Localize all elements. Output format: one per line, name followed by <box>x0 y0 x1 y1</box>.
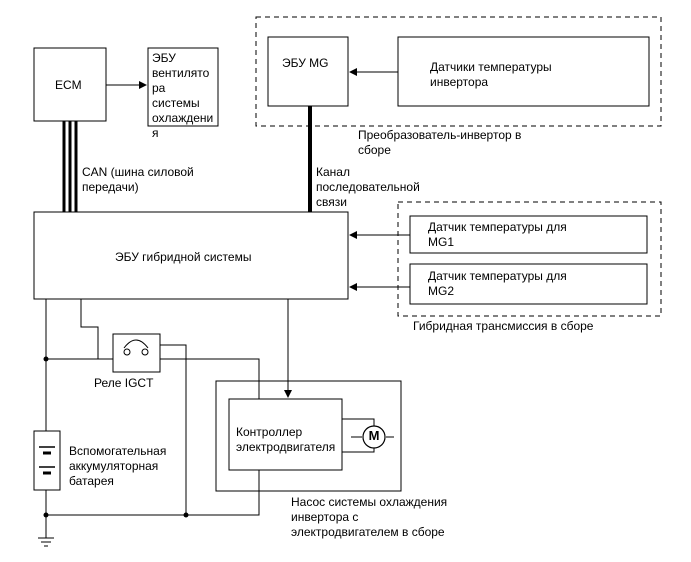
inverter-temp-sensors-label: Датчики температуры инвертора <box>430 60 552 89</box>
mg1-sensor-box <box>409 215 648 254</box>
power-bus-wire <box>45 299 113 360</box>
ecm-box <box>33 47 107 122</box>
motor-controller-label: Контроллер электродвигателя <box>236 425 336 454</box>
mg-ecu-box <box>267 36 349 107</box>
can-bus-lines <box>62 121 78 212</box>
hybrid-ecu-label: ЭБУ гибридной системы <box>115 250 252 264</box>
transaxle-assembly-outline <box>397 201 662 317</box>
mg-ecu-label: ЭБУ MG <box>282 56 329 70</box>
ecm-label: ECM <box>55 78 82 92</box>
serial-link-label: Канал последовательной связи <box>316 165 420 209</box>
motor-controller-box <box>228 398 343 471</box>
can-bus-label: CAN (шина силовой передачи) <box>82 165 194 194</box>
mg1-sensor-label: Датчик температуры для MG1 <box>428 220 567 249</box>
relay-ground-wire <box>160 344 187 515</box>
hybrid-ecu-box <box>33 211 349 300</box>
fan-ecu-box <box>147 47 219 127</box>
battery-symbol <box>39 446 55 475</box>
relay-contacts <box>123 339 149 356</box>
fan-ecu-label: ЭБУ вентилято ра системы охлаждени я <box>152 51 214 140</box>
motor-icon <box>362 425 386 449</box>
inverter-assembly-outline <box>255 16 662 127</box>
ground-symbol <box>38 537 54 547</box>
transaxle-assembly-label: Гибридная трансмиссия в сборе <box>413 319 594 333</box>
aux-battery-label: Вспомогательная аккумуляторная батарея <box>69 444 167 488</box>
igct-relay-label: Реле IGCT <box>94 376 154 390</box>
inverter-temp-sensors-box <box>397 36 650 107</box>
mg2-sensor-box <box>409 263 648 305</box>
motor-symbol-label: M <box>368 428 380 443</box>
relay-to-controller-wire <box>160 358 260 399</box>
junction-dots <box>43 356 189 518</box>
mg2-sensor-label: Датчик температуры для MG2 <box>428 269 567 298</box>
aux-battery-box <box>33 430 61 491</box>
ground-bus-wire <box>46 470 260 516</box>
motor-wire-top <box>342 418 375 428</box>
relay-coil-wire <box>80 299 113 360</box>
pump-assembly-label: Насос системы охлаждения инвертора с эле… <box>291 495 448 539</box>
inverter-assembly-label: Преобразователь-инвертор в сборе <box>358 128 522 157</box>
